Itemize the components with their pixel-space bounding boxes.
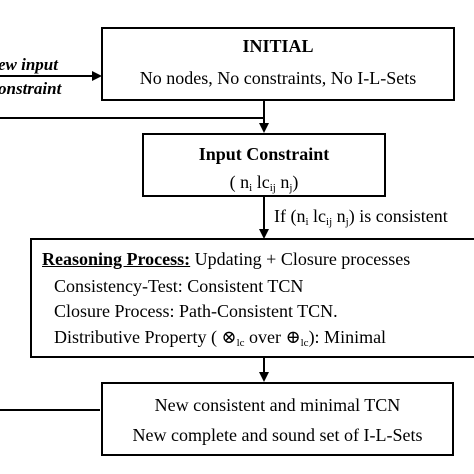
reasoning-line-closure: Closure Process: Path-Consistent TCN. xyxy=(54,301,338,321)
input-constraint-title: Input Constraint xyxy=(198,144,330,164)
initial-title: INITIAL xyxy=(242,36,314,56)
consistency-condition: If (ni lcij nj) is consistent xyxy=(274,206,448,228)
input-constraint-box: Input Constraint ( ni lcij nj) xyxy=(142,133,386,197)
side-label-line1: ew input xyxy=(0,55,58,74)
side-label-line2: onstraint xyxy=(0,79,62,98)
oplus-symbol: ⊕ xyxy=(285,327,301,347)
otimes-symbol: ⊗ xyxy=(221,327,237,347)
reasoning-title: Reasoning Process: xyxy=(42,249,191,269)
reasoning-heading: Reasoning Process: Updating + Closure pr… xyxy=(42,250,410,268)
result-line2: New complete and sound set of I-L-Sets xyxy=(132,425,423,445)
result-box: New consistent and minimal TCN New compl… xyxy=(101,382,454,456)
input-constraint-formula: ( ni lcij nj) xyxy=(229,172,299,194)
reasoning-title-rest: Updating + Closure processes xyxy=(190,249,411,269)
reasoning-line-consistency: Consistency-Test: Consistent TCN xyxy=(54,276,304,296)
initial-box: INITIAL No nodes, No constraints, No I-L… xyxy=(101,27,455,101)
initial-body: No nodes, No constraints, No I-L-Sets xyxy=(139,68,417,88)
reasoning-line-distributive: Distributive Property ( ⊗lc over ⊕lc): M… xyxy=(54,327,387,349)
result-line1: New consistent and minimal TCN xyxy=(154,395,401,415)
reasoning-box: Reasoning Process: Updating + Closure pr… xyxy=(30,238,474,358)
